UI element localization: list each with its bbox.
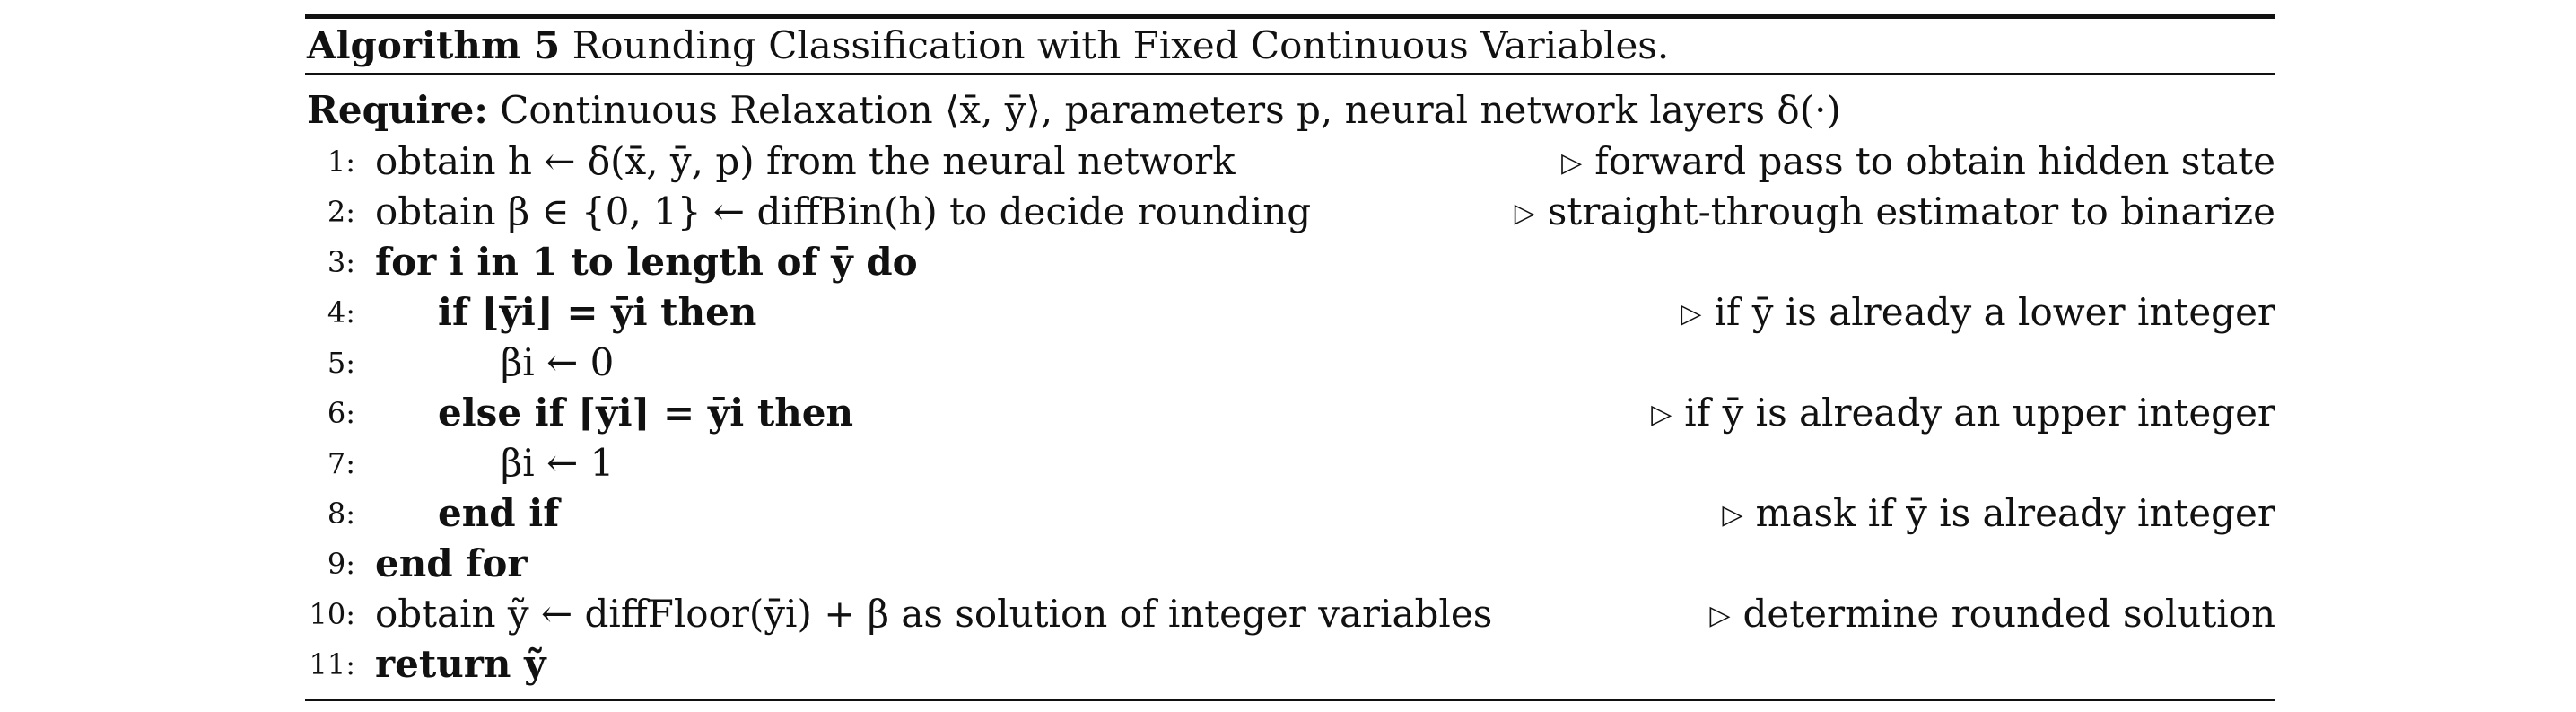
line-comment: ▷ forward pass to obtain hidden state — [1561, 136, 2275, 191]
line-comment: ▷ determine rounded solution — [1709, 589, 2275, 644]
line-number: 6: — [327, 396, 355, 430]
line-code: if ⌊ȳi⌋ = ȳi then — [438, 290, 757, 334]
bottom-rule — [305, 699, 2275, 701]
line-number: 8: — [327, 497, 355, 531]
line-code: else if ⌈ȳi⌉ = ȳi then — [438, 391, 854, 435]
algorithm-line-5: 5: βi ← 0 — [305, 338, 2275, 388]
algorithm-line-1: 1: obtain h ← δ(x̄, ȳ, p) from the neura… — [305, 136, 2275, 187]
algorithm-line-11: 11: return ỹ — [305, 639, 2275, 690]
line-number: 7: — [327, 446, 355, 480]
line-number: 3: — [327, 245, 355, 279]
top-rule — [305, 14, 2275, 19]
require-keyword: Require: — [307, 88, 488, 132]
require-text: Continuous Relaxation ⟨x̄, ȳ⟩, parameter… — [500, 88, 1841, 132]
line-number: 10: — [309, 597, 356, 631]
line-comment: ▷ if ȳ is already an upper integer — [1651, 388, 2275, 443]
comment-marker-icon: ▷ — [1709, 600, 1731, 631]
algorithm-line-8: 8: end if ▷ mask if ȳ is already integer — [305, 488, 2275, 539]
algorithm-label: Algorithm 5 — [307, 23, 561, 67]
line-number: 9: — [327, 547, 355, 581]
line-comment-text: mask if ȳ is already integer — [1755, 491, 2275, 535]
algorithm-block: Algorithm 5 Rounding Classification with… — [305, 14, 2275, 701]
algorithm-line-4: 4: if ⌊ȳi⌋ = ȳi then ▷ if ȳ is already a … — [305, 287, 2275, 338]
line-comment: ▷ mask if ȳ is already integer — [1723, 488, 2276, 543]
line-comment-text: if ȳ is already an upper integer — [1684, 391, 2275, 435]
line-comment-text: forward pass to obtain hidden state — [1594, 139, 2275, 183]
line-code: end for — [375, 541, 528, 585]
algorithm-line-7: 7: βi ← 1 — [305, 438, 2275, 488]
line-code: obtain ỹ ← diffFloor(ȳi) + β as solution… — [375, 592, 1493, 636]
algorithm-line-6: 6: else if ⌈ȳi⌉ = ȳi then ▷ if ȳ is alrea… — [305, 388, 2275, 438]
require-line: Require: Continuous Relaxation ⟨x̄, ȳ⟩, … — [305, 75, 2275, 136]
algorithm-line-9: 9: end for — [305, 539, 2275, 589]
algorithm-line-2: 2: obtain β ∈ {0, 1} ← diffBin(h) to dec… — [305, 187, 2275, 237]
line-number: 4: — [327, 295, 355, 330]
comment-marker-icon: ▷ — [1681, 298, 1702, 330]
line-code: obtain β ∈ {0, 1} ← diffBin(h) to decide… — [375, 189, 1312, 233]
algorithm-caption: Algorithm 5 Rounding Classification with… — [305, 19, 2275, 73]
line-comment-text: if ȳ is already a lower integer — [1714, 290, 2275, 334]
comment-marker-icon: ▷ — [1651, 399, 1672, 430]
algorithm-title: Rounding Classification with Fixed Conti… — [572, 23, 1670, 67]
line-code: end if — [438, 491, 560, 535]
algorithm-line-3: 3: for i in 1 to length of ȳ do — [305, 237, 2275, 287]
line-comment-text: straight-through estimator to binarize — [1547, 189, 2275, 233]
line-comment-text: determine rounded solution — [1742, 592, 2275, 636]
line-code: return ỹ — [375, 642, 546, 686]
line-number: 2: — [327, 195, 355, 229]
comment-marker-icon: ▷ — [1722, 499, 1743, 531]
line-code: βi ← 1 — [501, 441, 615, 485]
comment-marker-icon: ▷ — [1561, 147, 1583, 179]
caption-rule — [305, 73, 2275, 75]
line-comment: ▷ straight-through estimator to binarize — [1515, 187, 2275, 242]
line-number: 1: — [327, 145, 355, 179]
line-comment: ▷ if ȳ is already a lower integer — [1681, 287, 2275, 342]
line-number: 5: — [327, 346, 355, 380]
comment-marker-icon: ▷ — [1514, 198, 1535, 229]
line-code: for i in 1 to length of ȳ do — [375, 240, 918, 284]
algorithm-line-10: 10: obtain ỹ ← diffFloor(ȳi) + β as solu… — [305, 589, 2276, 639]
line-code: βi ← 0 — [501, 340, 615, 384]
line-code: obtain h ← δ(x̄, ȳ, p) from the neural n… — [375, 139, 1236, 183]
line-number: 11: — [309, 647, 356, 681]
